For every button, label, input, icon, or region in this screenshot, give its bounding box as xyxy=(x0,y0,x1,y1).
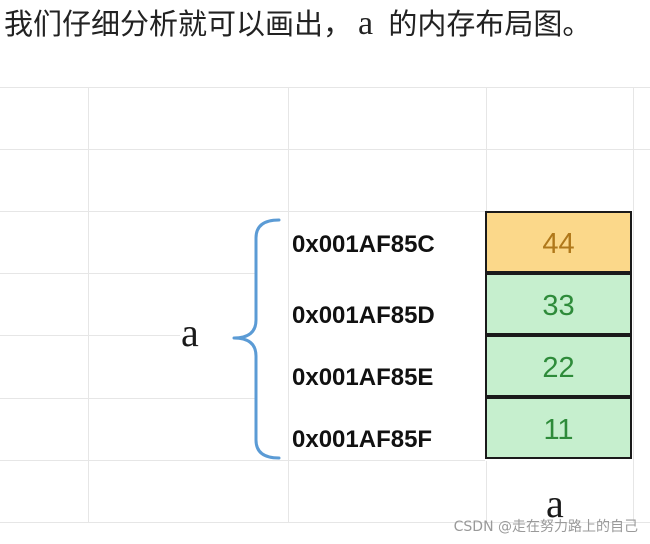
caption: 我们仔细分析就可以画出，a 的内存布局图。 xyxy=(4,2,650,46)
grid-line-v3 xyxy=(486,87,487,211)
memory-cell: 22 xyxy=(485,335,632,397)
grid-line-v2 xyxy=(288,87,289,522)
grid-line-h8 xyxy=(0,522,650,523)
grid-line-h4 xyxy=(0,273,255,274)
caption-text-before: 我们仔细分析就可以画出， xyxy=(4,7,353,41)
caption-variable: a xyxy=(358,5,374,42)
grid-line-h5 xyxy=(0,335,180,336)
grid-line-h1 xyxy=(0,87,650,88)
grid-line-v4 xyxy=(486,461,487,522)
address-label: 0x001AF85E xyxy=(292,364,434,391)
grid-line-v1 xyxy=(88,87,89,522)
address-label: 0x001AF85C xyxy=(292,231,435,258)
curly-brace-icon xyxy=(232,218,281,460)
grid-line-h7 xyxy=(0,460,485,461)
grid-line-v5 xyxy=(633,87,634,522)
variable-label: a xyxy=(181,310,199,355)
memory-cell: 44 xyxy=(485,211,632,273)
caption-text-after: 的内存布局图。 xyxy=(379,7,592,41)
grid-line-h6 xyxy=(0,398,255,399)
grid-line-h2 xyxy=(0,149,650,150)
column-label: a xyxy=(546,481,564,526)
watermark: CSDN @走在努力路上的自己 xyxy=(453,519,638,535)
memory-cell: 33 xyxy=(485,273,632,335)
grid-line-h3 xyxy=(0,211,485,212)
address-label: 0x001AF85F xyxy=(292,426,433,453)
address-label: 0x001AF85D xyxy=(292,302,435,329)
memory-cell: 11 xyxy=(485,397,632,459)
